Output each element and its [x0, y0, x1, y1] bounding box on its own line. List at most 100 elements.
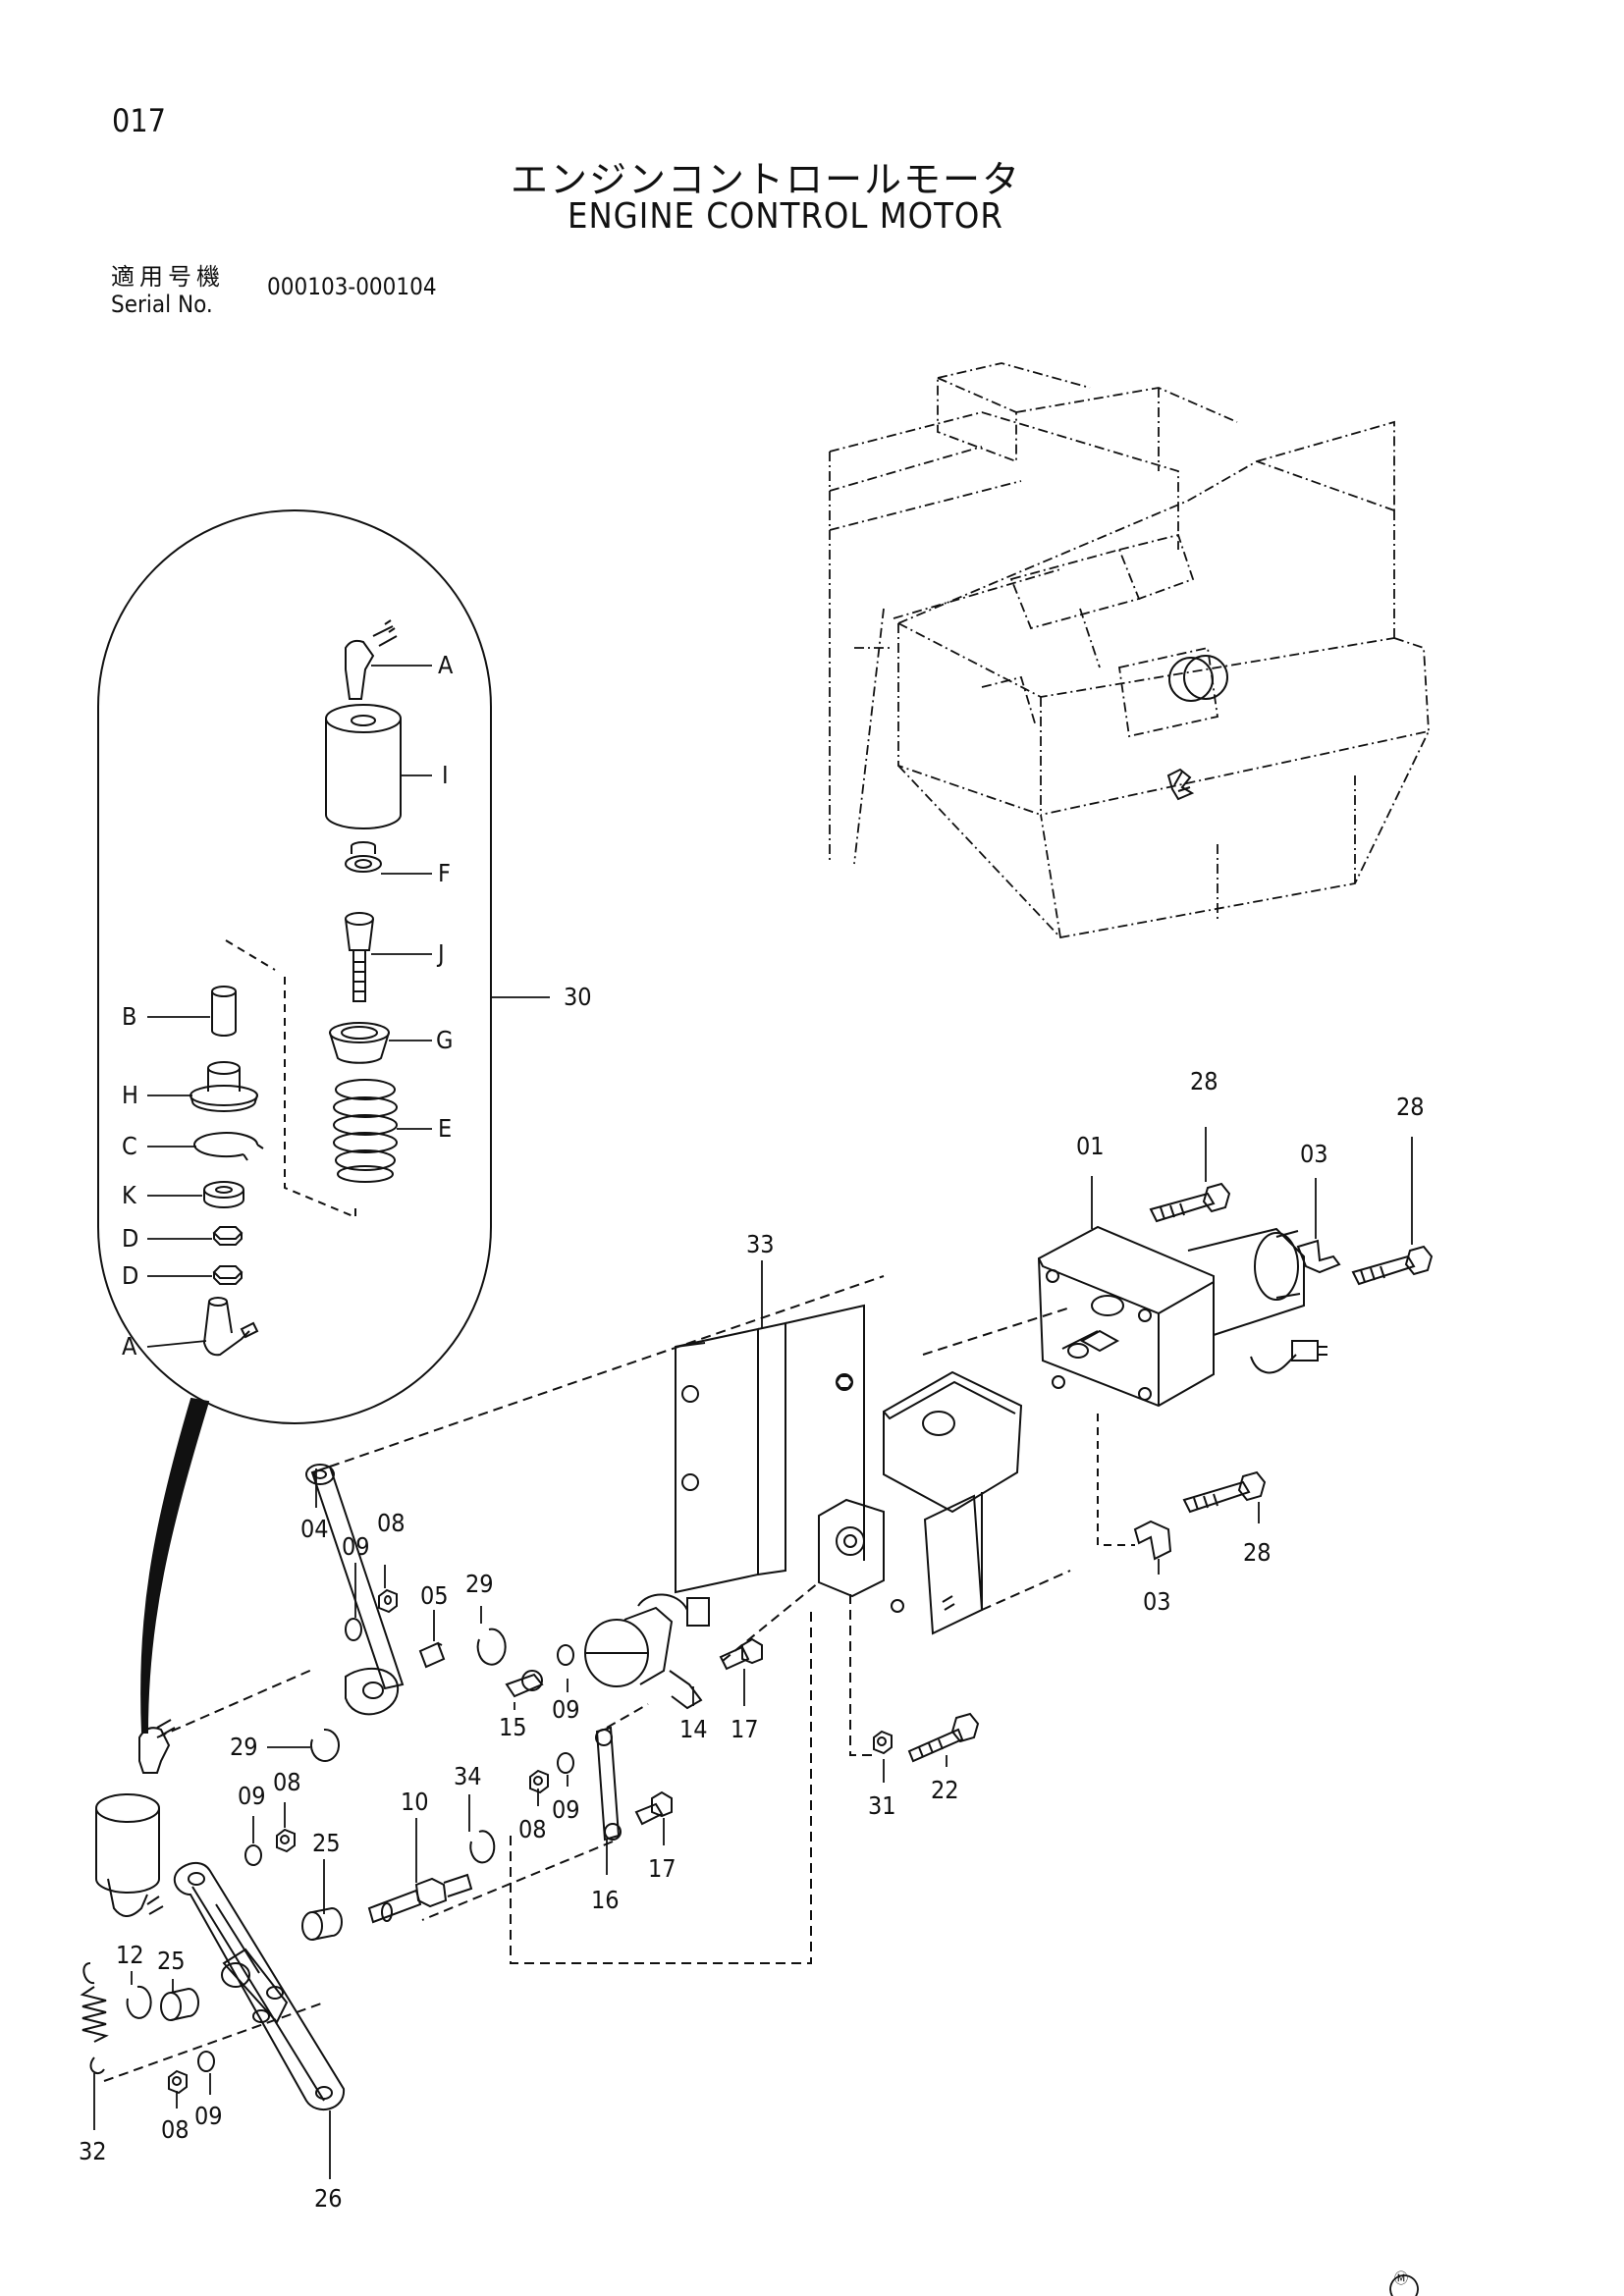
label-15: 15: [499, 1713, 527, 1741]
pin-05: [418, 1641, 446, 1669]
label-12: 12: [116, 1941, 144, 1969]
label-01: 01: [1076, 1132, 1105, 1160]
label-14: 14: [679, 1715, 708, 1743]
label-inset-J: J: [436, 939, 445, 968]
sensor-plate: [818, 1498, 904, 1613]
serial-label-japanese: 適用号機: [111, 263, 225, 291]
washer-09-left: [244, 1844, 262, 1866]
inset-dashed-group: [225, 939, 356, 1219]
label-16: 16: [591, 1886, 620, 1914]
label-inset-E: E: [438, 1114, 452, 1143]
label-25-left: 25: [157, 1947, 186, 1975]
label-29-lower: 29: [230, 1733, 258, 1761]
page-number: 017: [112, 102, 166, 139]
label-inset-A-top: A: [438, 651, 454, 679]
bolt-17-lower: [634, 1790, 673, 1826]
bushing-25-right: [301, 1906, 343, 1941]
pivot-bolt-10: [367, 1873, 473, 1924]
bracket-33: [675, 1304, 865, 1594]
inset-bolt-j: [345, 912, 374, 1002]
manufacturer-mark: Ⓜ: [1394, 2271, 1408, 2287]
bolt-15: [505, 1670, 544, 1698]
label-34: 34: [454, 1762, 482, 1790]
inset-bushing-b: [211, 986, 237, 1037]
dashed-clip-leader: [1097, 1414, 1135, 1546]
engine-control-motor-location: [1166, 655, 1228, 801]
lever-26: [173, 1861, 346, 2110]
label-28-right: 28: [1396, 1093, 1425, 1121]
dashed-link-sensor: [722, 1581, 820, 1662]
main-leader-lines: [93, 1127, 1413, 2179]
label-17-upper: 17: [731, 1715, 759, 1743]
serial-number-range: 000103-000104: [267, 273, 437, 300]
link-16: [595, 1726, 622, 1842]
nut-31: [873, 1730, 893, 1755]
dashed-link-bolt-31: [849, 1594, 874, 1756]
label-33: 33: [746, 1230, 775, 1258]
label-25-right: 25: [312, 1829, 341, 1857]
snap-ring-29-lower: [310, 1728, 340, 1762]
washer-09-bottom: [197, 2051, 215, 2072]
bolt-28-top: [1149, 1182, 1231, 1223]
engine-overview-drawing: [829, 362, 1430, 938]
label-09-left: 09: [238, 1782, 266, 1810]
label-09-mid: 09: [552, 1695, 580, 1724]
clip-03-top: [1296, 1239, 1341, 1274]
inset-nut-f: [345, 841, 382, 873]
label-08-bottom: 08: [161, 2115, 189, 2144]
label-03-top: 03: [1300, 1140, 1328, 1168]
snap-ring-29-upper: [476, 1628, 507, 1666]
dashed-link-ball: [156, 1668, 315, 1738]
inset-snap-ring-c: [193, 1132, 264, 1161]
position-sensor-14: [584, 1593, 710, 1710]
inset-nut-d-lower: [212, 1265, 244, 1285]
dashed-link-bottom: [103, 2002, 325, 2082]
snap-ring-12: [126, 1985, 152, 2019]
nut-08-bottom: [168, 2069, 188, 2095]
inset-rubber-cap: [325, 704, 402, 829]
inset-nut-d-upper: [212, 1226, 244, 1246]
bolt-17-upper: [719, 1637, 763, 1671]
label-29-upper: 29: [465, 1570, 494, 1598]
label-inset-H: H: [122, 1081, 138, 1109]
ball-joint-assembly: [95, 1719, 176, 1917]
label-03-bottom: 03: [1143, 1587, 1171, 1616]
bolt-28-bottom: [1182, 1470, 1267, 1514]
label-09-upper: 09: [342, 1532, 370, 1561]
inset-pointer: [140, 1397, 210, 1734]
serial-label-english: Serial No.: [111, 291, 213, 318]
nut-08-mid: [529, 1769, 549, 1794]
label-04: 04: [300, 1515, 329, 1543]
dashed-link-lever: [329, 1275, 885, 1468]
label-inset-D-lower: D: [122, 1261, 138, 1290]
control-motor-01: [1037, 1225, 1327, 1408]
m-mark-circle: [1389, 2274, 1419, 2296]
washer-09-mid: [557, 1644, 574, 1666]
inset-washer-k: [203, 1181, 244, 1208]
label-08-upper: 08: [377, 1509, 406, 1537]
title-english: ENGINE CONTROL MOTOR: [568, 196, 1003, 237]
label-inset-G: G: [436, 1026, 453, 1054]
bushing-25-left: [160, 1987, 199, 2021]
inset-bushing-h: [189, 1061, 258, 1112]
clip-03-bottom: [1133, 1520, 1172, 1561]
label-inset-K: K: [122, 1181, 137, 1209]
label-32: 32: [79, 2137, 107, 2165]
label-28-top: 28: [1190, 1067, 1218, 1095]
label-08-left: 08: [273, 1768, 301, 1796]
motor-mount-bracket: [883, 1370, 1023, 1635]
return-spring-32: [80, 1962, 109, 2075]
title-japanese: エンジンコントロールモータ: [511, 158, 1022, 201]
label-inset-D-upper: D: [122, 1224, 138, 1253]
bolt-28-right: [1351, 1245, 1434, 1286]
label-30: 30: [564, 983, 592, 1011]
label-28-bottom: 28: [1243, 1538, 1272, 1567]
label-inset-I: I: [442, 761, 449, 789]
bolt-22: [907, 1712, 980, 1763]
label-09-bottom: 09: [194, 2102, 223, 2130]
inset-ball-joint-top: [345, 619, 398, 700]
inset-outline: [97, 509, 492, 1424]
dashed-link-16: [421, 1610, 812, 1964]
washer-09-mid2: [557, 1752, 574, 1774]
label-10: 10: [401, 1788, 429, 1816]
